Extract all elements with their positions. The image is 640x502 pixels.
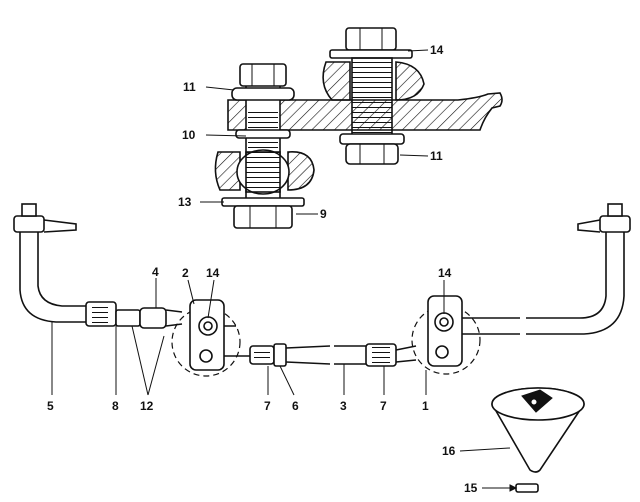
left-dashed-circle <box>171 307 241 377</box>
left-ball-socket <box>214 151 241 191</box>
assembly-leaders <box>51 278 445 396</box>
left-clamp-a <box>115 309 141 327</box>
center-lock-nut <box>273 343 287 367</box>
left-washer <box>231 87 295 101</box>
left-lower-washer <box>235 129 291 139</box>
left-bottom-nut <box>233 205 293 229</box>
right-bolt-head <box>345 27 397 51</box>
right-lower-nut <box>345 143 399 165</box>
callout-1: 1 <box>422 399 429 413</box>
center-rod-left <box>285 345 331 365</box>
callout-15: 15 <box>464 481 478 495</box>
mounting-detail-view <box>214 27 503 229</box>
right-lower-washer <box>339 133 405 145</box>
callout-13: 13 <box>178 195 192 209</box>
right-end-fitting <box>599 215 631 233</box>
callout-11-lower: 11 <box>430 149 443 163</box>
detail-leaders <box>200 49 429 215</box>
callout-5: 5 <box>47 399 54 413</box>
callout-8: 8 <box>112 399 119 413</box>
callout-2: 2 <box>182 266 189 280</box>
left-end-fitting <box>13 215 45 233</box>
callout-7-left: 7 <box>264 399 271 413</box>
callout-4: 4 <box>152 265 159 279</box>
right-bent-arm <box>526 230 607 319</box>
callout-14-detail: 14 <box>430 43 444 57</box>
callout-14-right: 14 <box>438 266 452 280</box>
right-bolt-washer <box>329 49 413 59</box>
anode-part <box>459 387 585 473</box>
left-bent-arm <box>19 230 86 323</box>
right-dashed-circle <box>411 305 481 375</box>
left-top-nut <box>239 63 287 87</box>
callout-6: 6 <box>292 399 299 413</box>
callout-3: 3 <box>340 399 347 413</box>
callout-10: 10 <box>182 128 196 142</box>
callout-9: 9 <box>320 207 327 221</box>
callout-11-upper: 11 <box>183 80 196 94</box>
callout-14-left: 14 <box>206 266 220 280</box>
callout-16: 16 <box>442 444 456 458</box>
left-tube <box>165 309 183 327</box>
right-ball-socket <box>322 61 351 101</box>
callout-7-right: 7 <box>380 399 387 413</box>
tie-bar-assembly <box>13 203 631 377</box>
plug-part <box>482 483 539 493</box>
left-flat-washer <box>221 197 305 207</box>
left-clamp-b <box>139 307 167 329</box>
callout-labels: 11 10 13 9 14 11 4 2 14 14 5 8 12 7 6 3 … <box>47 43 478 495</box>
callout-12: 12 <box>140 399 154 413</box>
center-rod-right <box>334 345 366 365</box>
